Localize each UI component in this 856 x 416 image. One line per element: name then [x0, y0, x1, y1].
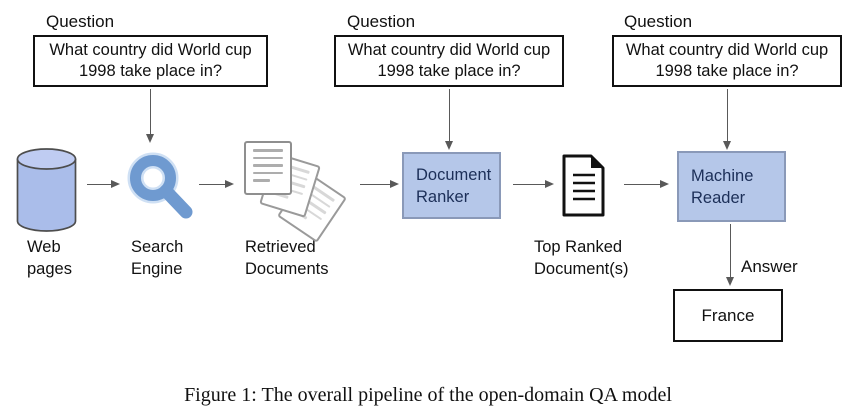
top-document-icon — [562, 154, 605, 217]
answer-label: Answer — [741, 257, 798, 276]
arrow-webpages-to-search — [87, 179, 120, 188]
document-ranker-box: Document Ranker — [402, 152, 501, 219]
arrow-question1-to-search — [145, 89, 154, 143]
question-label-2: Question — [347, 12, 416, 31]
search-icon — [127, 152, 193, 219]
web-pages-label: Web pages — [27, 238, 72, 278]
retrieved-documents-label: Retrieved Documents — [245, 238, 329, 278]
question-box-1: What country did World cup 1998 take pla… — [33, 35, 268, 87]
top-ranked-documents-label: Top Ranked Document(s) — [534, 238, 629, 278]
arrow-docs-to-ranker — [360, 179, 399, 188]
question-label-3: Question — [624, 12, 693, 31]
arrow-question3-to-reader — [722, 89, 731, 150]
question-text-line2: 1998 take place in? — [78, 62, 223, 80]
retrieved-documents-icon — [238, 136, 360, 258]
answer-value: France — [701, 305, 755, 325]
answer-box: France — [673, 289, 783, 342]
question-text-line2: 1998 take place in? — [377, 62, 521, 80]
arrow-search-to-docs — [199, 179, 234, 188]
question-box-3: What country did World cup 1998 take pla… — [612, 35, 842, 87]
question-text-line1: What country did World cup — [49, 41, 252, 59]
machine-reader-box: Machine Reader — [677, 151, 786, 222]
figure-caption: Figure 1: The overall pipeline of the op… — [184, 384, 672, 406]
arrow-ranker-to-topdoc — [513, 179, 554, 188]
question-text-line1: What country did World cup — [625, 41, 829, 59]
question-text-line1: What country did World cup — [347, 41, 551, 59]
question-text-line2: 1998 take place in? — [655, 62, 799, 80]
question-box-2: What country did World cup 1998 take pla… — [334, 35, 564, 87]
database-cylinder-icon — [16, 148, 77, 232]
arrow-reader-to-answer — [725, 224, 734, 286]
document-page-front — [244, 141, 292, 195]
question-label-1: Question — [46, 12, 115, 31]
search-engine-label: Search Engine — [131, 238, 184, 278]
arrow-topdoc-to-reader — [624, 179, 669, 188]
arrow-question2-to-ranker — [444, 89, 453, 150]
